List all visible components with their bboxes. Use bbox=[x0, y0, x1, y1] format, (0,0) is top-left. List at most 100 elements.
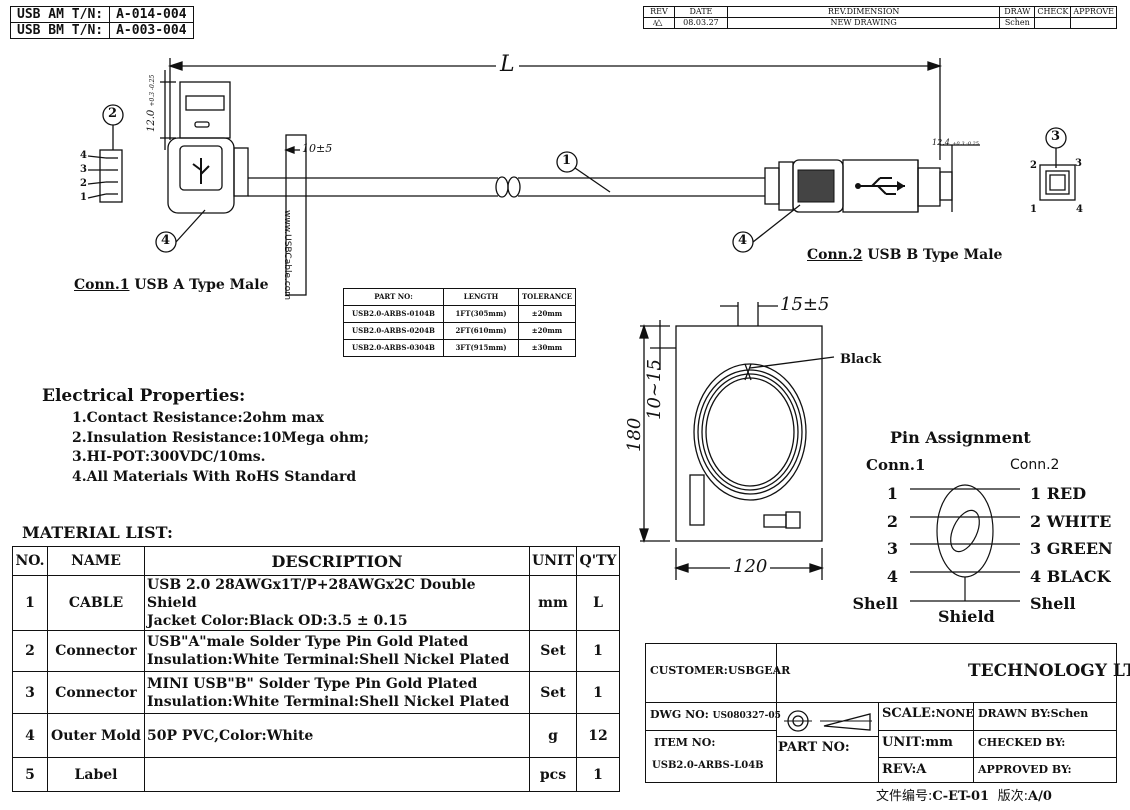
dim-12b-tol: +0.3 -0.25 bbox=[952, 141, 979, 147]
electrical-list: 1.Contact Resistance:2ohm max 2.Insulati… bbox=[72, 409, 369, 487]
part-no-cell: USB2.0-ARBS-0104B bbox=[343, 305, 444, 323]
tolerance-cell: ±20mm bbox=[518, 305, 576, 323]
callout-3: 3 bbox=[1051, 129, 1061, 144]
tn-table: USB AM T/N: A-014-004 USB BM T/N: A-003-… bbox=[9, 6, 194, 39]
rev-value-check bbox=[1034, 17, 1072, 29]
tb-checked-label: CHECKED BY: bbox=[978, 736, 1066, 749]
mat-desc-line1: USB"A"male Solder Type Pin Gold Plated bbox=[147, 634, 469, 650]
pin-left-shell: Shell bbox=[852, 594, 898, 613]
part-header-length: LENGTH bbox=[443, 288, 519, 306]
list-item: 2.Insulation Resistance:10Mega ohm; bbox=[72, 429, 370, 446]
pin-left-3: 3 bbox=[886, 539, 898, 558]
pin-left-2: 2 bbox=[886, 511, 898, 531]
table-row: USB2.0-ARBS-0104B 1FT(305mm) ±20mm bbox=[343, 305, 576, 323]
mat-qty: 1 bbox=[575, 671, 621, 714]
mat-no: 4 bbox=[12, 713, 48, 758]
dim-10-label: 10±5 bbox=[302, 142, 333, 155]
mat-qty: 12 bbox=[575, 713, 621, 758]
dim-12a-label: 12.0 +0.3 -0.25 bbox=[146, 75, 157, 132]
mat-desc: MINI USB"B" Solder Type Pin Gold Plated … bbox=[144, 671, 530, 714]
mat-desc-line2: Jacket Color:Black OD:3.5 ± 0.15 bbox=[147, 613, 408, 629]
tb-company: TECHNOLOGY LTD. bbox=[968, 661, 1130, 681]
mat-header-no: NO. bbox=[12, 546, 48, 576]
mat-desc-line2: Insulation:White Terminal:Shell Nickel P… bbox=[147, 652, 510, 668]
tb-scale: SCALE:NONE bbox=[882, 706, 974, 721]
pkg-black-label: Black bbox=[840, 352, 882, 367]
callout-2: 2 bbox=[108, 106, 118, 121]
part-no-cell: USB2.0-ARBS-0204B bbox=[343, 322, 444, 340]
pin-shield-label: Shield bbox=[938, 607, 995, 626]
footer-ver-label: 版次: bbox=[997, 789, 1028, 804]
table-row: 4 Outer Mold 50P PVC,Color:White g 12 bbox=[12, 713, 621, 758]
length-cell: 3FT(915mm) bbox=[443, 339, 519, 357]
mat-unit: Set bbox=[529, 630, 577, 672]
mat-unit: mm bbox=[529, 575, 577, 631]
mat-header-name: NAME bbox=[47, 546, 145, 576]
pin-b-3: 3 bbox=[1075, 158, 1082, 169]
dim-12b-value: 12.4 bbox=[932, 138, 950, 147]
pin-left-list: 1 2 3 4 Shell bbox=[852, 480, 898, 618]
conn2-label: Conn.2 bbox=[807, 247, 863, 263]
mat-desc: USB 2.0 28AWGx1T/P+28AWGx2C Double Shiel… bbox=[144, 575, 530, 631]
pkg-dim-120: 120 bbox=[730, 556, 771, 577]
table-row: 1 CABLE USB 2.0 28AWGx1T/P+28AWGx2C Doub… bbox=[12, 575, 621, 631]
mat-qty: L bbox=[575, 575, 621, 631]
conn2-caption: Conn.2 USB B Type Male bbox=[807, 247, 1002, 263]
conn1-caption: Conn.1 USB A Type Male bbox=[74, 277, 268, 293]
rev-value-dim: NEW DRAWING bbox=[726, 17, 1001, 29]
tb-part-label: PART NO: bbox=[778, 740, 850, 755]
length-cell: 2FT(610mm) bbox=[443, 322, 519, 340]
footer-ver-value: A/0 bbox=[1027, 789, 1052, 804]
mat-header-unit: UNIT bbox=[529, 546, 577, 576]
pkg-dim-1015: 10~15 bbox=[644, 359, 665, 420]
part-table: PART NO: LENGTH TOLERANCE USB2.0-ARBS-01… bbox=[343, 288, 576, 357]
mat-name: Connector bbox=[47, 671, 145, 714]
dim-l-label: L bbox=[496, 52, 519, 77]
pin-right-list: 1 RED 2 WHITE 3 GREEN 4 BLACK Shell bbox=[1030, 480, 1113, 618]
mat-no: 1 bbox=[12, 575, 48, 631]
revision-table: REV DATE REV.DIMENSION DRAW CHECK APPROV… bbox=[643, 6, 1117, 29]
tolerance-cell: ±30mm bbox=[518, 339, 576, 357]
pin-a-3: 3 bbox=[80, 164, 87, 175]
table-row: USB2.0-ARBS-0204B 2FT(610mm) ±20mm bbox=[343, 322, 576, 340]
mat-desc: USB"A"male Solder Type Pin Gold Plated I… bbox=[144, 630, 530, 672]
mat-desc-line2: Insulation:White Terminal:Shell Nickel P… bbox=[147, 693, 510, 710]
mat-name: Connector bbox=[47, 630, 145, 672]
tb-drawn-value: Schen bbox=[1050, 707, 1089, 720]
mat-desc-line1: MINI USB"B" Solder Type Pin Gold Plated bbox=[147, 675, 478, 692]
tb-unit: UNIT:mm bbox=[882, 735, 953, 750]
dim-12b-label: 12.4 +0.3 -0.25 bbox=[932, 138, 979, 147]
mat-header-qty: Q'TY bbox=[575, 546, 621, 576]
conn1-desc: USB A Type Male bbox=[134, 277, 269, 293]
tb-scale-value: NONE bbox=[935, 707, 974, 720]
mat-unit: Set bbox=[529, 671, 577, 714]
pin-b-1: 1 bbox=[1030, 204, 1037, 215]
pkg-dim-15: 15±5 bbox=[780, 294, 830, 315]
list-item: 4.All Materials With RoHS Standard bbox=[72, 468, 357, 485]
mat-no: 2 bbox=[12, 630, 48, 672]
list-item: 3.HI-POT:300VDC/10ms. bbox=[72, 449, 266, 465]
mat-desc: 50P PVC,Color:White bbox=[144, 713, 530, 758]
tb-approved-label: APPROVED BY: bbox=[978, 763, 1072, 776]
footer-doc: 文件编号:C-ET-01 版次:A/0 bbox=[876, 785, 1052, 804]
pin-a-4: 4 bbox=[80, 150, 87, 161]
mat-header-desc: DESCRIPTION bbox=[144, 546, 530, 576]
rev-value-rev: △ A bbox=[643, 17, 675, 29]
pin-b-4: 4 bbox=[1076, 204, 1083, 215]
tb-dwg-label: DWG NO: bbox=[650, 708, 709, 721]
tolerance-cell: ±20mm bbox=[518, 322, 576, 340]
electrical-title: Electrical Properties: bbox=[42, 386, 246, 406]
mat-qty: 1 bbox=[575, 757, 621, 792]
conn1-label: Conn.1 bbox=[74, 277, 130, 293]
tb-drawn: DRAWN BY:Schen bbox=[978, 707, 1088, 720]
footer-doc-label: 文件编号: bbox=[876, 789, 933, 804]
tb-unit-value: mm bbox=[925, 735, 953, 750]
rev-value-approve bbox=[1070, 17, 1117, 29]
pkg-dim-180: 180 bbox=[624, 417, 645, 452]
pin-right-shell: Shell bbox=[1030, 594, 1076, 613]
mat-desc-line1: 50P PVC,Color:White bbox=[147, 727, 314, 744]
table-row: 5 Label pcs 1 bbox=[12, 757, 621, 792]
part-no-cell: USB2.0-ARBS-0304B bbox=[343, 339, 444, 357]
footer-doc-value: C-ET-01 bbox=[932, 789, 990, 804]
projection-symbol-icon bbox=[784, 710, 872, 732]
